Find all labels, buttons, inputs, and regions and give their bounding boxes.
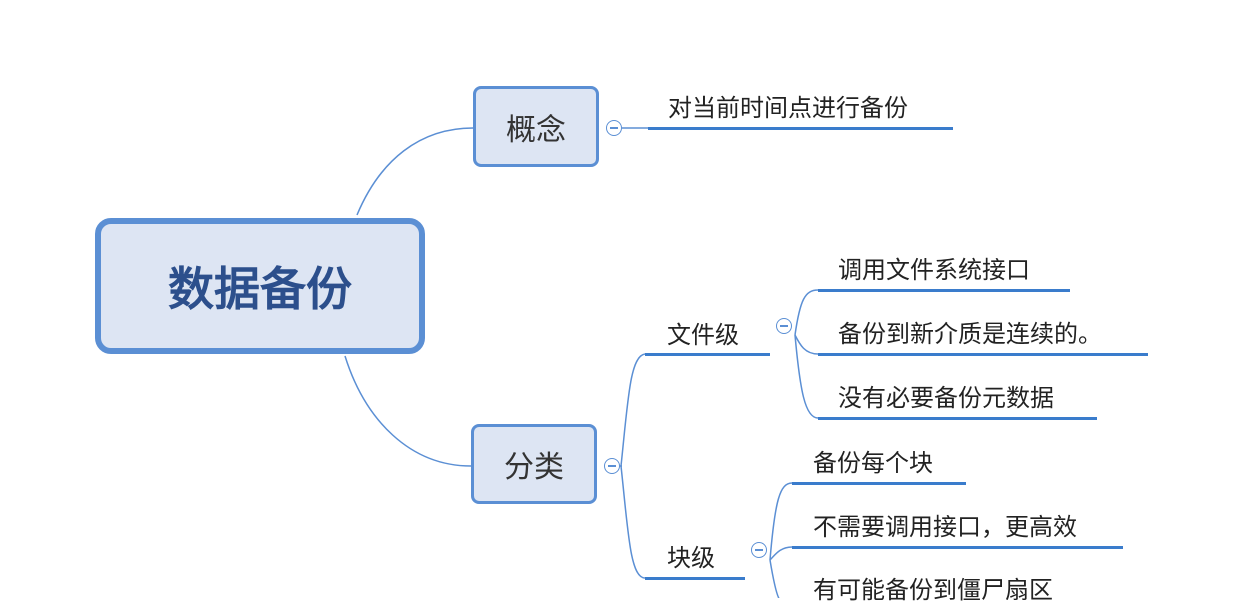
leaf-file-3[interactable]: 没有必要备份元数据	[838, 384, 1054, 412]
leaf-block-2[interactable]: 不需要调用接口，更高效	[813, 513, 1077, 541]
leaf-concept-1[interactable]: 对当前时间点进行备份	[668, 94, 908, 122]
link-class-block	[620, 465, 646, 579]
leaf-underline	[792, 482, 966, 485]
leaf-file-2[interactable]: 备份到新介质是连续的。	[838, 320, 1102, 348]
leaf-underline	[792, 546, 1123, 549]
leaf-file-1[interactable]: 调用文件系统接口	[838, 256, 1030, 284]
branch-concept-label: 概念	[506, 112, 566, 148]
link-block-leaf2	[769, 546, 793, 561]
subbranch-underline	[645, 577, 745, 580]
link-root-concept	[356, 127, 474, 216]
link-file-leaf3	[794, 334, 819, 419]
collapse-block-level-icon[interactable]	[751, 542, 767, 558]
branch-classification[interactable]: 分类	[471, 424, 597, 504]
link-root-class	[344, 355, 472, 467]
leaf-underline	[818, 417, 1097, 420]
leaf-block-3[interactable]: 有可能备份到僵尸扇区	[813, 576, 1053, 604]
collapse-concept-icon[interactable]	[606, 120, 622, 136]
link-file-leaf1	[794, 289, 819, 336]
branch-classification-label: 分类	[504, 450, 564, 485]
collapse-classification-icon[interactable]	[604, 458, 620, 474]
root-label: 数据备份	[168, 262, 352, 316]
collapse-file-level-icon[interactable]	[776, 318, 792, 334]
subbranch-underline	[645, 353, 770, 356]
link-block-leaf3	[769, 559, 780, 598]
leaf-underline	[818, 289, 1070, 292]
subbranch-block-level[interactable]: 块级	[667, 544, 715, 572]
link-file-leaf2	[794, 334, 819, 355]
branch-concept[interactable]: 概念	[473, 86, 599, 167]
leaf-underline	[818, 353, 1148, 356]
link-class-file	[620, 353, 646, 467]
leaf-block-1[interactable]: 备份每个块	[813, 449, 933, 477]
link-block-leaf1	[769, 482, 793, 561]
leaf-underline	[648, 127, 953, 130]
root-node[interactable]: 数据备份	[95, 218, 425, 354]
subbranch-file-level[interactable]: 文件级	[667, 321, 739, 349]
